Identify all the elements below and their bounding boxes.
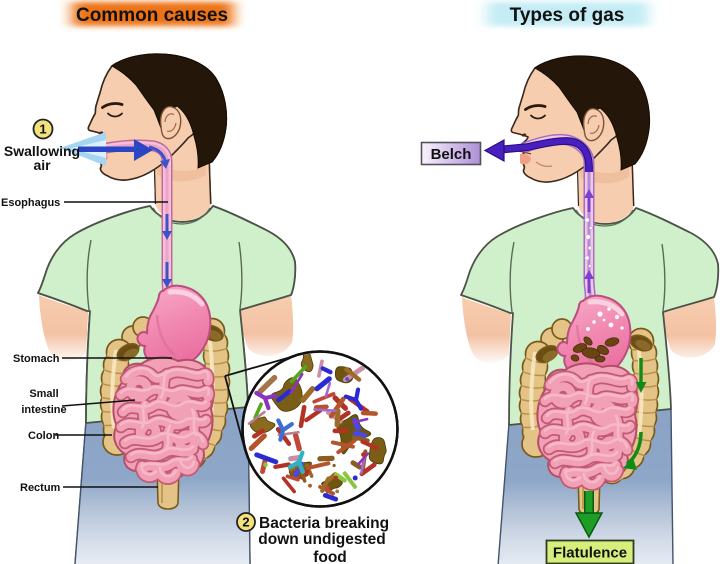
svg-text:Colon: Colon bbox=[28, 430, 59, 442]
svg-text:1: 1 bbox=[39, 122, 46, 137]
svg-text:2: 2 bbox=[242, 515, 249, 530]
svg-text:Swallowing: Swallowing bbox=[4, 143, 80, 159]
svg-text:intestine: intestine bbox=[21, 404, 66, 416]
svg-text:Rectum: Rectum bbox=[20, 482, 61, 494]
svg-text:Esophagus: Esophagus bbox=[1, 197, 60, 209]
svg-text:Bacteria breaking: Bacteria breaking bbox=[259, 515, 389, 532]
svg-text:Types of gas: Types of gas bbox=[510, 5, 625, 26]
svg-text:Flatulence: Flatulence bbox=[553, 545, 627, 562]
svg-text:down undigested: down undigested bbox=[258, 531, 385, 548]
svg-text:Common causes: Common causes bbox=[76, 5, 228, 26]
svg-text:Stomach: Stomach bbox=[13, 353, 60, 365]
svg-text:Belch: Belch bbox=[431, 146, 472, 163]
svg-text:food: food bbox=[313, 549, 347, 564]
svg-text:Small: Small bbox=[29, 388, 58, 400]
svg-text:air: air bbox=[33, 157, 51, 173]
